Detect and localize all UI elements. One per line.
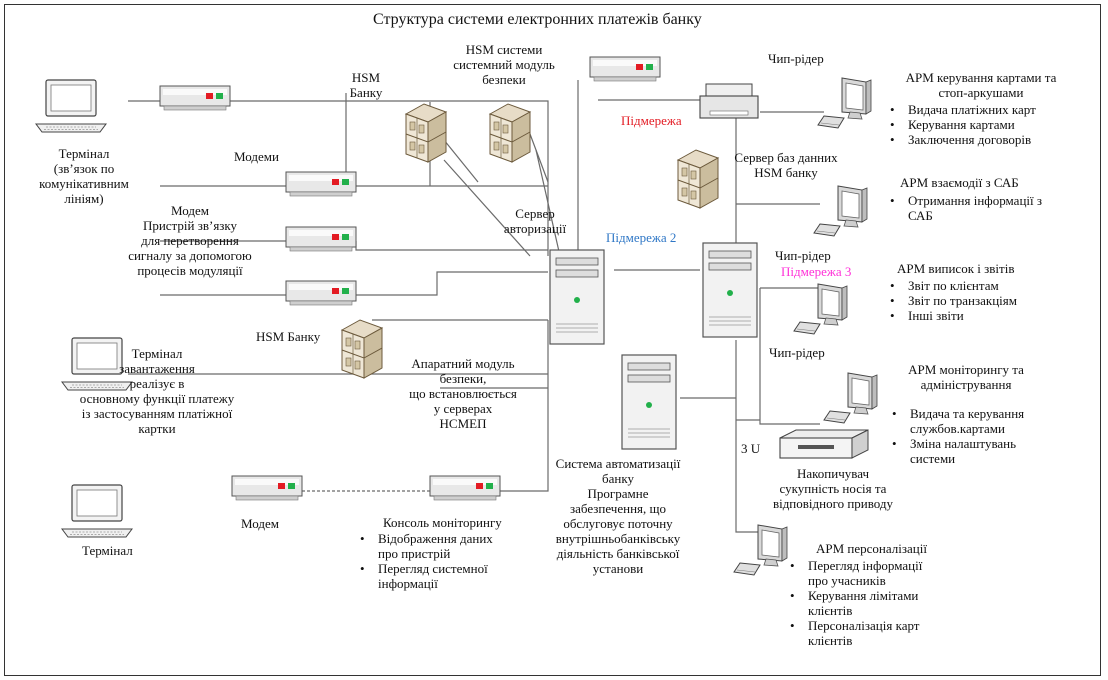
- list-item: Інші звіти: [886, 308, 1017, 323]
- subnet-label: Підмережа: [621, 113, 682, 128]
- modem-icon: [285, 226, 357, 252]
- monitor-icon: [793, 283, 848, 335]
- hsm-bank-mid-label: HSM Банку: [256, 329, 321, 344]
- terminal-icon: [61, 484, 133, 538]
- monitor-icon: [823, 372, 878, 424]
- three-u-label: 3 U: [741, 441, 761, 456]
- storage-icon: [779, 429, 869, 459]
- arm-sab-title: АРМ взаємодії з САБ: [900, 175, 1019, 190]
- connection-lines: [128, 80, 824, 533]
- monitor-icon: [813, 185, 868, 237]
- list-item: Звіт по клієнтам: [886, 278, 1017, 293]
- printer-icon: [699, 83, 759, 119]
- modem-icon: [231, 475, 303, 501]
- hsm-server-icon: [341, 319, 383, 379]
- chip-reader-label-1: Чип-рідер: [768, 51, 824, 66]
- list-item: Звіт по транзакціям: [886, 293, 1017, 308]
- modem-icon: [159, 85, 231, 111]
- hsm-server-icon: [405, 103, 447, 163]
- tower-server-icon: [621, 354, 677, 450]
- list-item: Видача платіжних карт: [886, 102, 1036, 117]
- chip-reader-label-3: Чип-рідер: [769, 345, 825, 360]
- chip-reader-label-2: Чип-рідер: [775, 248, 831, 263]
- list-item: Керування картами: [886, 117, 1036, 132]
- subnet2-label: Підмережа 2: [606, 230, 677, 245]
- arm-reports-list: Звіт по клієнтам Звіт по транзакціям Інш…: [886, 278, 1017, 323]
- console-title: Консоль моніторингу: [383, 515, 502, 530]
- modem-bottom-label: Модем: [241, 516, 279, 531]
- monitor-icon: [817, 77, 872, 129]
- tower-server-icon: [549, 249, 605, 345]
- arm-reports-title: АРМ виписок і звітів: [897, 261, 1015, 276]
- terminal-bottom-label: Термінал: [82, 543, 133, 558]
- subnet3-label: Підмережа 3: [781, 264, 852, 279]
- diagram-frame: [4, 4, 1101, 676]
- modems-label: Модеми: [234, 149, 279, 164]
- list-item: Заключення договорів: [886, 132, 1036, 147]
- hsm-server-icon: [489, 103, 531, 163]
- modem-icon: [285, 171, 357, 197]
- modem-icon: [285, 280, 357, 306]
- diagram-title: Структура системи електронних платежів б…: [373, 11, 702, 28]
- tower-server-icon: [702, 242, 758, 338]
- hsm-server-icon: [677, 149, 719, 209]
- terminal-icon: [35, 79, 107, 133]
- arm-cards-list: Видача платіжних карт Керування картами …: [886, 102, 1036, 147]
- modem-icon: [589, 56, 661, 82]
- arm-personalization-title: АРМ персоналізації: [816, 541, 927, 556]
- modem-icon: [429, 475, 501, 501]
